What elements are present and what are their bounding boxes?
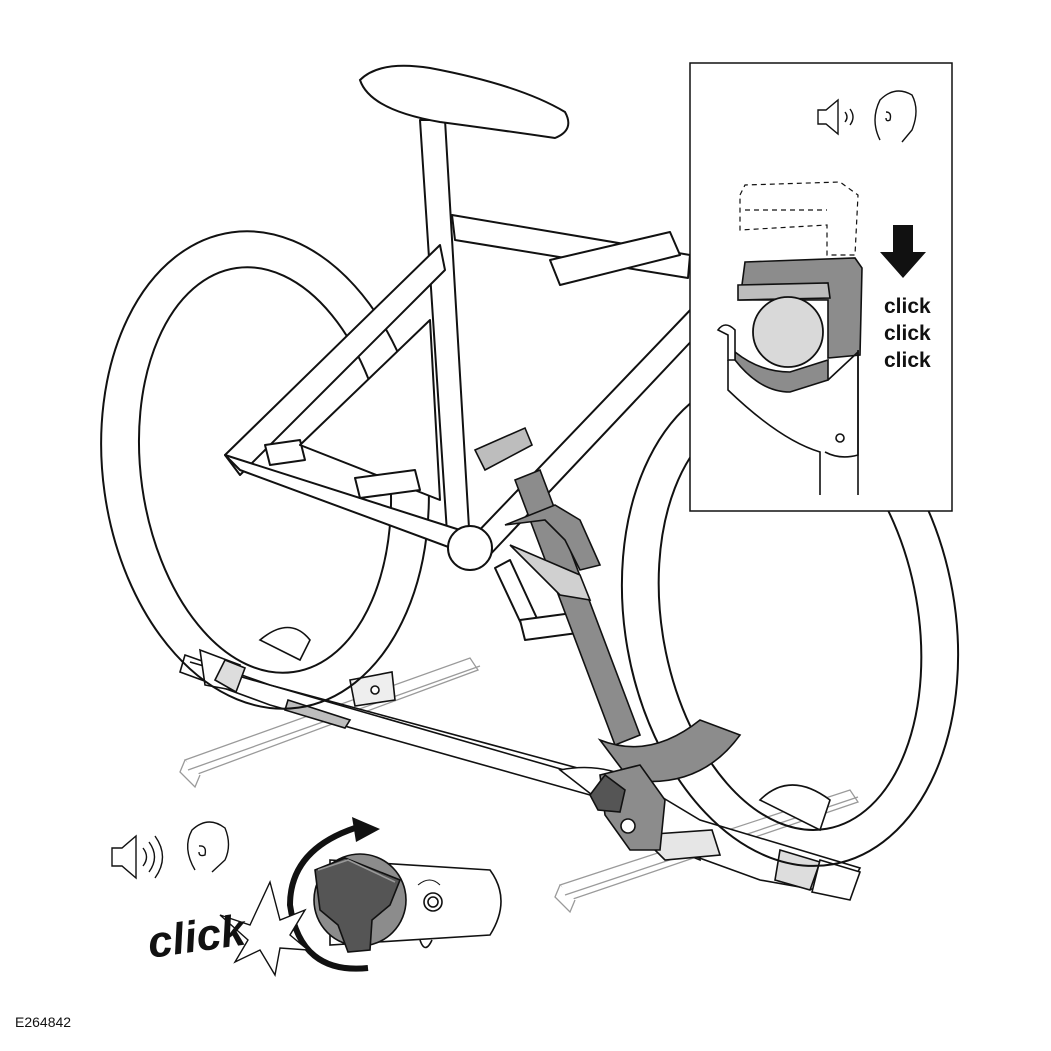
knob-click-label: click [145, 905, 251, 967]
head-ear-icon [187, 821, 230, 873]
inset-click-label-2: click [884, 322, 931, 345]
inset-panel: click click click [689, 62, 953, 512]
rail-torque-knob [589, 764, 666, 851]
head-ear-icon [874, 90, 917, 143]
front-wheel-clamp [758, 784, 862, 901]
knob-housing [313, 853, 502, 953]
figure-id: E264842 [15, 1014, 72, 1030]
bike-saddle [358, 64, 570, 140]
down-arrow-icon [880, 225, 926, 278]
speaker-sound-icon [111, 834, 164, 880]
frame-tube-section [752, 296, 824, 368]
click-starburst [219, 879, 311, 977]
carrier-rail [179, 653, 862, 896]
clamp-lever [737, 257, 863, 359]
speaker-sound-icon [817, 98, 854, 136]
inset-click-label-1: click [884, 295, 931, 318]
rotate-arrow-icon [286, 817, 380, 972]
bike-frame [224, 119, 701, 641]
clamp-jaw [716, 324, 859, 495]
inset-click-label-3: click [884, 349, 931, 372]
rear-wheel-clamp [199, 626, 396, 707]
knob-detail: click [111, 817, 502, 977]
